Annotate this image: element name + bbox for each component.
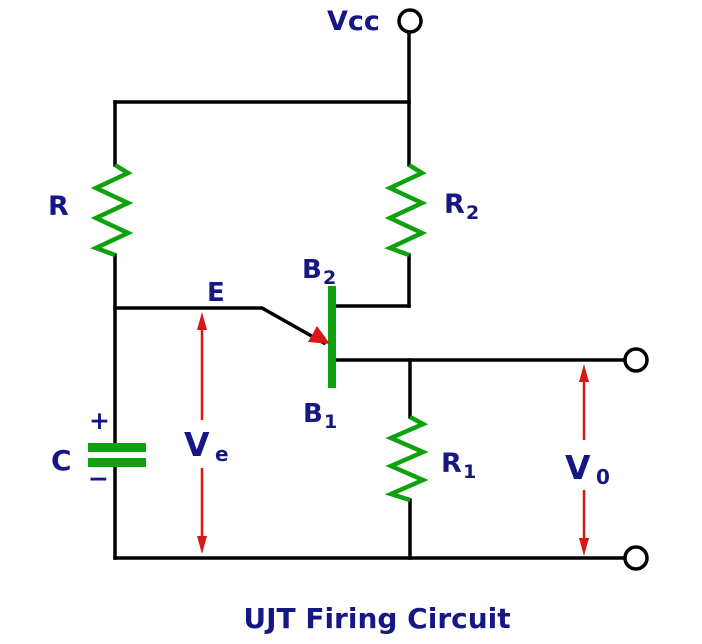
wires [113,30,627,560]
b1-label-subscript: 1 [324,411,337,433]
ve-label: V [184,425,210,464]
ve-arrowhead-down-icon [197,536,207,554]
v0-label: V [565,448,591,487]
vcc-label: Vcc [327,6,380,37]
ujt-base-bar [328,286,336,388]
b2-label-subscript: 2 [323,267,336,289]
ujt-transistor [308,286,336,388]
v0-arrowhead-down-icon [579,538,589,556]
capacitor-minus-sign: − [88,464,109,493]
r-label: R [48,191,69,222]
r1-label: R [441,448,462,479]
c-label: C [51,444,72,477]
wire-emitter [113,306,327,346]
vcc-terminal [397,8,423,34]
resistor-r1 [384,415,429,503]
resistor-r [90,163,134,258]
ve-label-subscript: e [215,442,229,466]
ve-arrowhead-up-icon [197,312,207,330]
e-label: E [207,278,225,308]
r2-label: R [444,189,465,220]
capacitor-plus-sign: + [89,406,110,435]
capacitor-c [88,443,146,467]
b2-label: B [302,255,322,285]
capacitor-plate-bottom [88,458,146,467]
b1-label: B [303,399,323,429]
r2-label-subscript: 2 [466,202,479,224]
v0-arrow [579,364,589,556]
ve-arrow [197,312,207,554]
resistor-r2 [384,163,428,258]
v0-arrowhead-up-icon [579,364,589,382]
capacitor-plate-top [88,443,146,452]
diagram-title: UJT Firing Circuit [243,602,510,635]
r1-label-subscript: 1 [463,461,476,483]
output-terminal-top [623,347,649,373]
output-terminal-bottom [623,545,649,571]
v0-label-subscript: 0 [596,465,610,489]
emitter-arrow-icon [308,326,330,344]
